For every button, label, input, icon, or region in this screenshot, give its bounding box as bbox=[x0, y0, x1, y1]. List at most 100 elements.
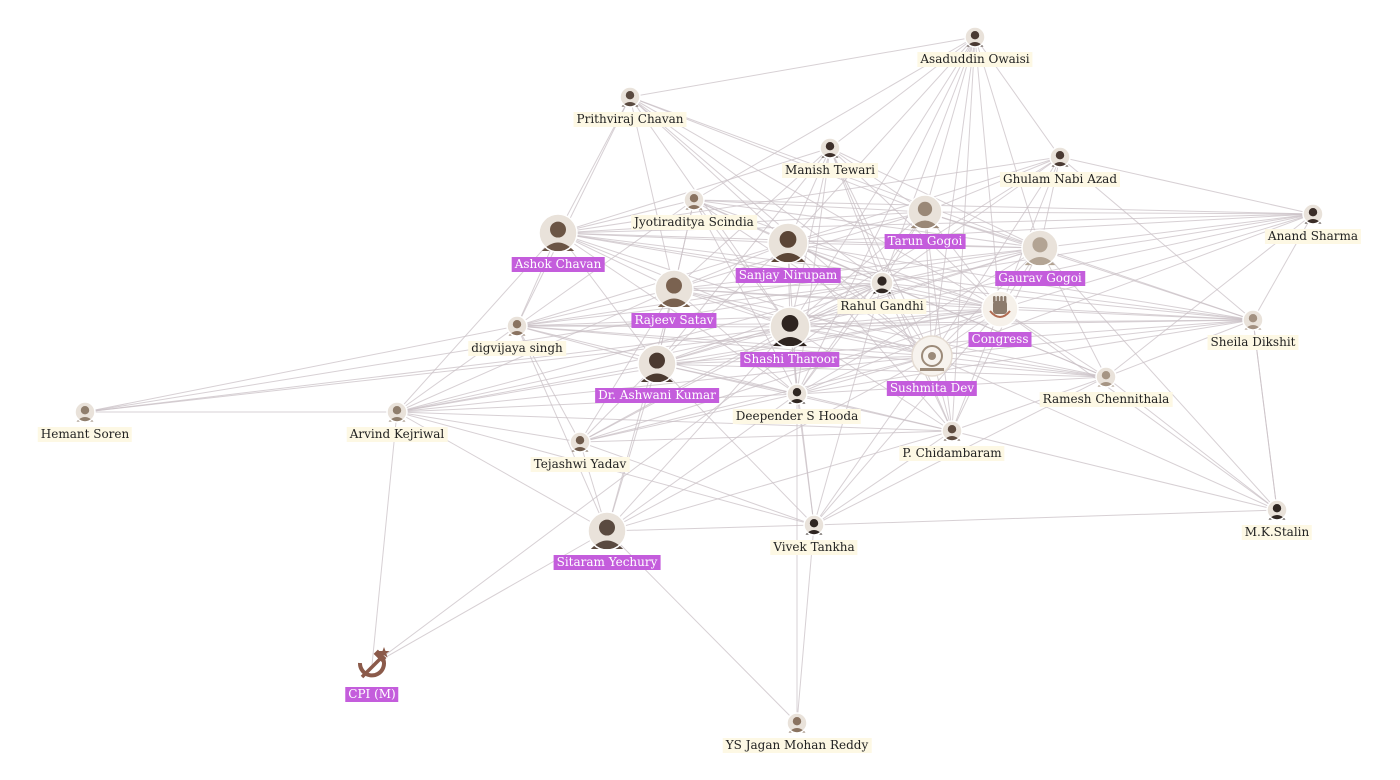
node-sanjay[interactable] bbox=[767, 222, 809, 264]
edge-rajeev-sitaram bbox=[606, 288, 675, 532]
avatar bbox=[637, 344, 677, 384]
node-jagan[interactable] bbox=[786, 712, 808, 734]
node-cpim[interactable] bbox=[357, 647, 390, 679]
edge-congress-tejashwi bbox=[579, 308, 1001, 443]
edge-ashok-sheila bbox=[557, 232, 1254, 321]
node-label-shashi[interactable]: Shashi Tharoor bbox=[740, 352, 840, 367]
node-sitaram[interactable] bbox=[587, 511, 627, 551]
edge-sheila-shashi bbox=[789, 319, 1254, 328]
node-label-digvijaya[interactable]: digvijaya singh bbox=[468, 341, 566, 356]
avatar bbox=[538, 213, 578, 253]
emblem-icon bbox=[911, 335, 953, 377]
edge-ashwani-arvind bbox=[396, 363, 658, 413]
edge-rahul-rajeev bbox=[673, 282, 883, 290]
node-tarun[interactable] bbox=[907, 194, 943, 230]
node-anand[interactable] bbox=[1302, 203, 1324, 225]
node-sheila[interactable] bbox=[1242, 309, 1264, 331]
node-label-ashok[interactable]: Ashok Chavan bbox=[511, 257, 605, 272]
avatar bbox=[767, 222, 809, 264]
node-label-tarun[interactable]: Tarun Gogoi bbox=[884, 234, 966, 249]
node-ashok[interactable] bbox=[538, 213, 578, 253]
avatar bbox=[907, 194, 943, 230]
edge-congress-ramesh bbox=[999, 308, 1107, 378]
node-deepender[interactable] bbox=[786, 383, 808, 405]
avatar bbox=[1266, 499, 1288, 521]
node-label-jyotiraditya[interactable]: Jyotiraditya Scindia bbox=[631, 215, 757, 230]
node-label-congress[interactable]: Congress bbox=[968, 332, 1032, 347]
avatar bbox=[769, 306, 811, 348]
node-label-gaurav[interactable]: Gaurav Gogoi bbox=[995, 271, 1085, 286]
node-label-sanjay[interactable]: Sanjay Nirupam bbox=[735, 268, 841, 283]
avatar bbox=[1302, 203, 1324, 225]
node-rahul[interactable] bbox=[870, 271, 894, 295]
node-vivek[interactable] bbox=[803, 514, 825, 536]
edge-ashok-sushmita bbox=[557, 232, 933, 357]
node-label-rajeev[interactable]: Rajeev Satav bbox=[631, 313, 717, 328]
node-label-manish[interactable]: Manish Tewari bbox=[782, 163, 878, 178]
node-chidambaram[interactable] bbox=[941, 420, 963, 442]
node-label-arvind[interactable]: Arvind Kejriwal bbox=[346, 427, 448, 442]
node-label-deepender[interactable]: Deepender S Hooda bbox=[732, 409, 862, 424]
edge-congress-shashi bbox=[789, 308, 1001, 328]
node-label-vivek[interactable]: Vivek Tankha bbox=[770, 540, 858, 555]
node-label-sushmita[interactable]: Sushmita Dev bbox=[886, 381, 978, 396]
node-manish[interactable] bbox=[819, 137, 841, 159]
edge-tejashwi-chidambaram bbox=[579, 430, 953, 443]
avatar bbox=[1095, 366, 1117, 388]
node-label-ashwani[interactable]: Dr. Ashwani Kumar bbox=[595, 388, 719, 403]
node-label-asaduddin[interactable]: Asaduddin Owaisi bbox=[917, 52, 1033, 67]
edge-rajeev-digvijaya bbox=[516, 288, 675, 327]
hammer-sickle-icon bbox=[357, 647, 390, 679]
edge-jyotiraditya-gaurav bbox=[693, 199, 1041, 249]
node-label-ramesh[interactable]: Ramesh Chennithala bbox=[1039, 392, 1173, 407]
avatar bbox=[74, 401, 96, 423]
node-label-anand[interactable]: Anand Sharma bbox=[1264, 229, 1362, 244]
node-label-chidambaram[interactable]: P. Chidambaram bbox=[899, 446, 1005, 461]
node-hemant[interactable] bbox=[74, 401, 96, 423]
node-arvind[interactable] bbox=[386, 401, 408, 423]
edge-shashi-chidambaram bbox=[789, 326, 953, 432]
node-congress[interactable] bbox=[981, 290, 1019, 328]
edge-ghulam-tarun bbox=[924, 156, 1061, 213]
node-stalin[interactable] bbox=[1266, 499, 1288, 521]
hand-symbol-icon bbox=[981, 290, 1019, 328]
edge-stalin-sheila bbox=[1252, 319, 1278, 511]
node-ramesh[interactable] bbox=[1095, 366, 1117, 388]
edge-tarun-sanjay bbox=[787, 211, 926, 244]
node-label-ghulam[interactable]: Ghulam Nabi Azad bbox=[999, 172, 1121, 187]
node-rajeev[interactable] bbox=[654, 269, 694, 309]
edge-rahul-tejashwi bbox=[579, 282, 883, 443]
node-label-rahul[interactable]: Rahul Gandhi bbox=[837, 299, 927, 314]
edge-rahul-arvind bbox=[396, 282, 883, 413]
node-label-hemant[interactable]: Hemant Soren bbox=[37, 427, 133, 442]
node-tejashwi[interactable] bbox=[569, 431, 591, 453]
node-digvijaya[interactable] bbox=[506, 315, 528, 337]
node-label-sitaram[interactable]: Sitaram Yechury bbox=[553, 555, 661, 570]
node-label-tejashwi[interactable]: Tejashwi Yadav bbox=[530, 457, 630, 472]
node-label-jagan[interactable]: YS Jagan Mohan Reddy bbox=[722, 738, 872, 753]
edge-congress-chidambaram bbox=[951, 308, 1001, 432]
edge-layer bbox=[84, 36, 1314, 724]
avatar bbox=[386, 401, 408, 423]
edge-asaduddin-sushmita bbox=[931, 36, 976, 357]
node-prithviraj[interactable] bbox=[619, 86, 641, 108]
node-label-prithviraj[interactable]: Prithviraj Chavan bbox=[573, 112, 687, 127]
node-gaurav[interactable] bbox=[1021, 229, 1059, 267]
edge-asaduddin-sanjay bbox=[787, 36, 976, 244]
avatar bbox=[786, 383, 808, 405]
edge-sanjay-ashwani bbox=[656, 242, 789, 365]
node-jyotiraditya[interactable] bbox=[683, 189, 705, 211]
node-label-stalin[interactable]: M.K.Stalin bbox=[1241, 525, 1313, 540]
node-label-sheila[interactable]: Sheila Dikshit bbox=[1207, 335, 1299, 350]
edge-sitaram-cpim bbox=[371, 530, 608, 666]
edge-shashi-tejashwi bbox=[579, 326, 791, 443]
node-sushmita[interactable] bbox=[911, 335, 953, 377]
edge-sitaram-vivek bbox=[606, 524, 815, 532]
node-label-cpim[interactable]: CPI (M) bbox=[345, 687, 399, 702]
node-ashwani[interactable] bbox=[637, 344, 677, 384]
node-asaduddin[interactable] bbox=[964, 26, 986, 48]
edge-gaurav-stalin bbox=[1039, 247, 1278, 511]
node-ghulam[interactable] bbox=[1049, 146, 1071, 168]
node-shashi[interactable] bbox=[769, 306, 811, 348]
edge-tarun-anand bbox=[924, 211, 1314, 215]
